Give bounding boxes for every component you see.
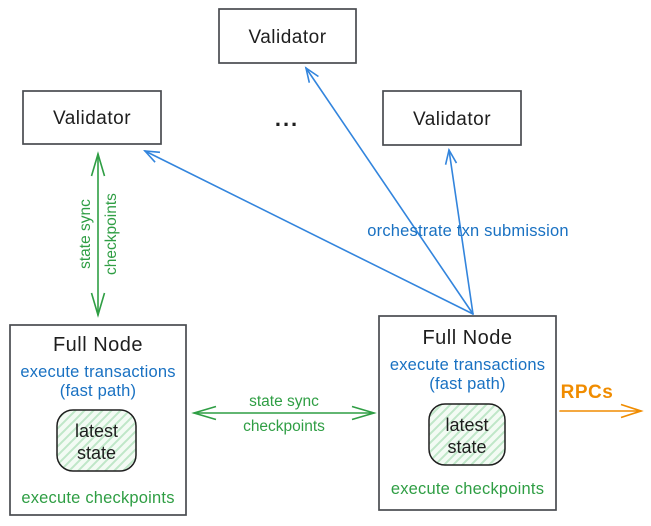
orchestrate-arrow-to-left-validator	[143, 150, 474, 315]
full-node-left: Full Node execute transactions (fast pat…	[9, 324, 187, 516]
full-node-left-state-2: state	[77, 443, 116, 463]
full-node-right-state-2: state	[447, 437, 486, 457]
validator-top-box	[218, 8, 357, 64]
validator-top-label: Validator	[248, 27, 326, 48]
full-node-right-title: Full Node	[422, 327, 512, 349]
state-sync-horizontal-label-2: checkpoints	[243, 418, 325, 435]
validator-top: Validator	[218, 8, 357, 64]
full-node-right-latest-state-box	[428, 403, 506, 466]
state-sync-horizontal-arrow: state sync checkpoints	[191, 393, 377, 435]
validator-right: Validator	[382, 90, 522, 146]
full-node-left-exec-1: execute transactions	[20, 363, 175, 381]
full-node-right-state-1: latest	[445, 415, 488, 435]
validator-left-label: Validator	[53, 108, 131, 129]
validators-ellipsis: ...	[275, 106, 299, 131]
state-sync-vertical-label-2: checkpoints	[103, 193, 120, 275]
orchestrate-label: orchestrate txn submission	[367, 222, 568, 240]
orchestrate-arrows: orchestrate txn submission	[143, 66, 569, 315]
validator-left-box	[22, 90, 162, 145]
full-node-right-footer: execute checkpoints	[391, 480, 544, 498]
full-node-right: Full Node execute transactions (fast pat…	[378, 315, 557, 511]
state-sync-vertical-arrow: state sync checkpoints	[77, 151, 120, 318]
rpc-arrow: RPCs	[559, 382, 644, 419]
full-node-right-exec-1: execute transactions	[390, 356, 545, 374]
full-node-left-footer: execute checkpoints	[21, 489, 174, 507]
full-node-left-latest-state-box	[56, 409, 137, 472]
full-node-left-box	[9, 324, 187, 516]
full-node-left-exec-2: (fast path)	[60, 382, 136, 400]
full-node-left-title: Full Node	[53, 334, 143, 356]
validator-right-box	[382, 90, 522, 146]
orchestrate-arrow-to-top-validator	[304, 66, 474, 315]
orchestrate-arrow-to-right-validator	[444, 147, 474, 315]
validator-left: Validator	[22, 90, 162, 145]
validator-right-label: Validator	[413, 109, 491, 130]
full-node-right-exec-2: (fast path)	[429, 375, 505, 393]
rpc-label: RPCs	[561, 382, 614, 403]
state-sync-vertical-label-1: state sync	[77, 199, 94, 269]
full-node-left-state-1: latest	[75, 421, 118, 441]
state-sync-horizontal-label-1: state sync	[249, 393, 319, 410]
